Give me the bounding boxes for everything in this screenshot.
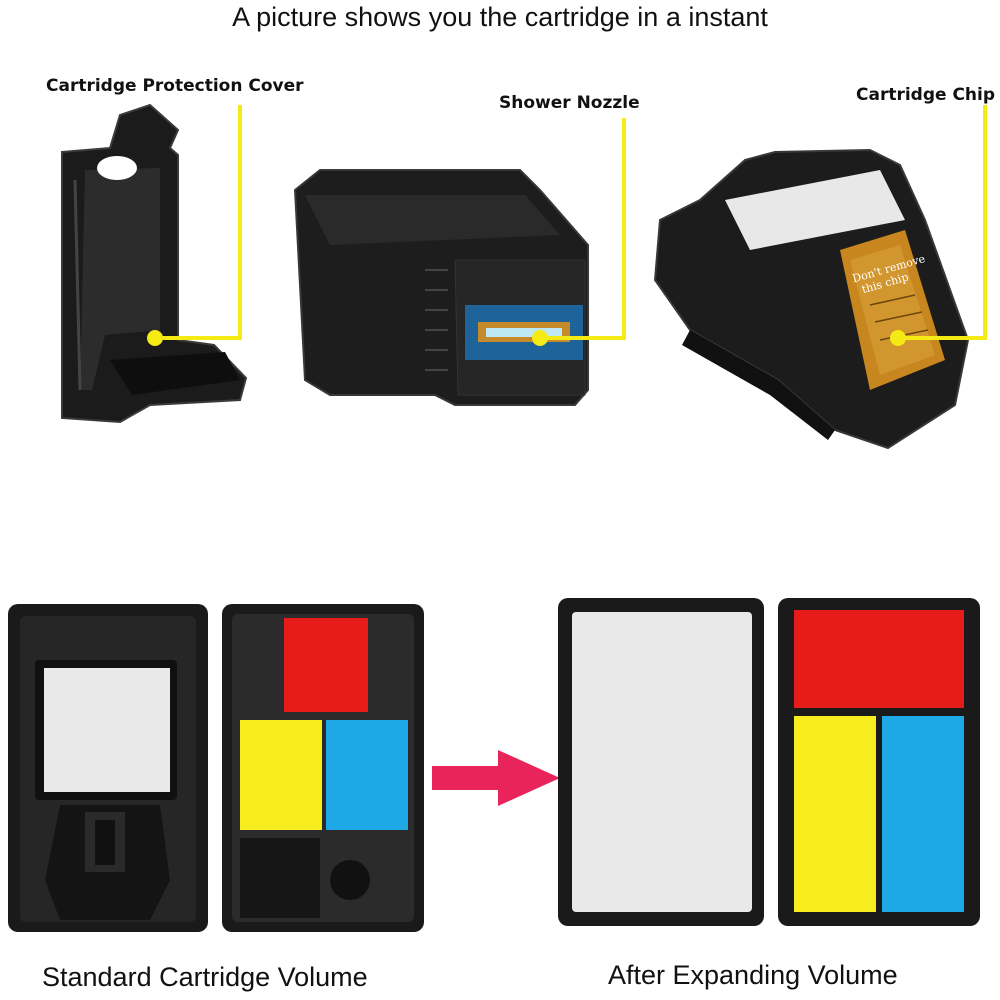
expanded-cyan-tank [882,716,964,912]
right-arrow-icon [432,750,560,806]
caption-standard: Standard Cartridge Volume [42,962,368,992]
expanded-yellow-tank [794,716,876,912]
caption-expanded: After Expanding Volume [608,960,898,990]
volume-comparison-illustration [8,598,980,932]
standard-black-cartridge [8,604,208,932]
callout-dot [532,330,548,346]
standard-red-tank [284,618,368,712]
cartridge-parts-illustration [61,103,987,450]
callout-dot [890,330,906,346]
standard-yellow-tank [240,720,322,830]
callout-cartridge-chip: Cartridge Chip [856,85,996,105]
callout-protection-cover: Cartridge Protection Cover [46,76,304,96]
callout-shower-nozzle: Shower Nozzle [499,93,640,113]
standard-color-cartridge [222,604,424,932]
expanded-color-cartridge [778,598,980,926]
shower-nozzle-illustration [293,169,589,406]
callout-dot [147,330,163,346]
expanded-black-cartridge [558,598,764,926]
standard-cyan-tank [326,720,408,830]
page-title: A picture shows you the cartridge in a i… [232,2,768,32]
cartridge-chip-illustration [653,148,970,450]
expanded-red-tank [794,610,964,708]
callout-lines [155,105,987,340]
protection-cover-illustration [61,103,248,424]
